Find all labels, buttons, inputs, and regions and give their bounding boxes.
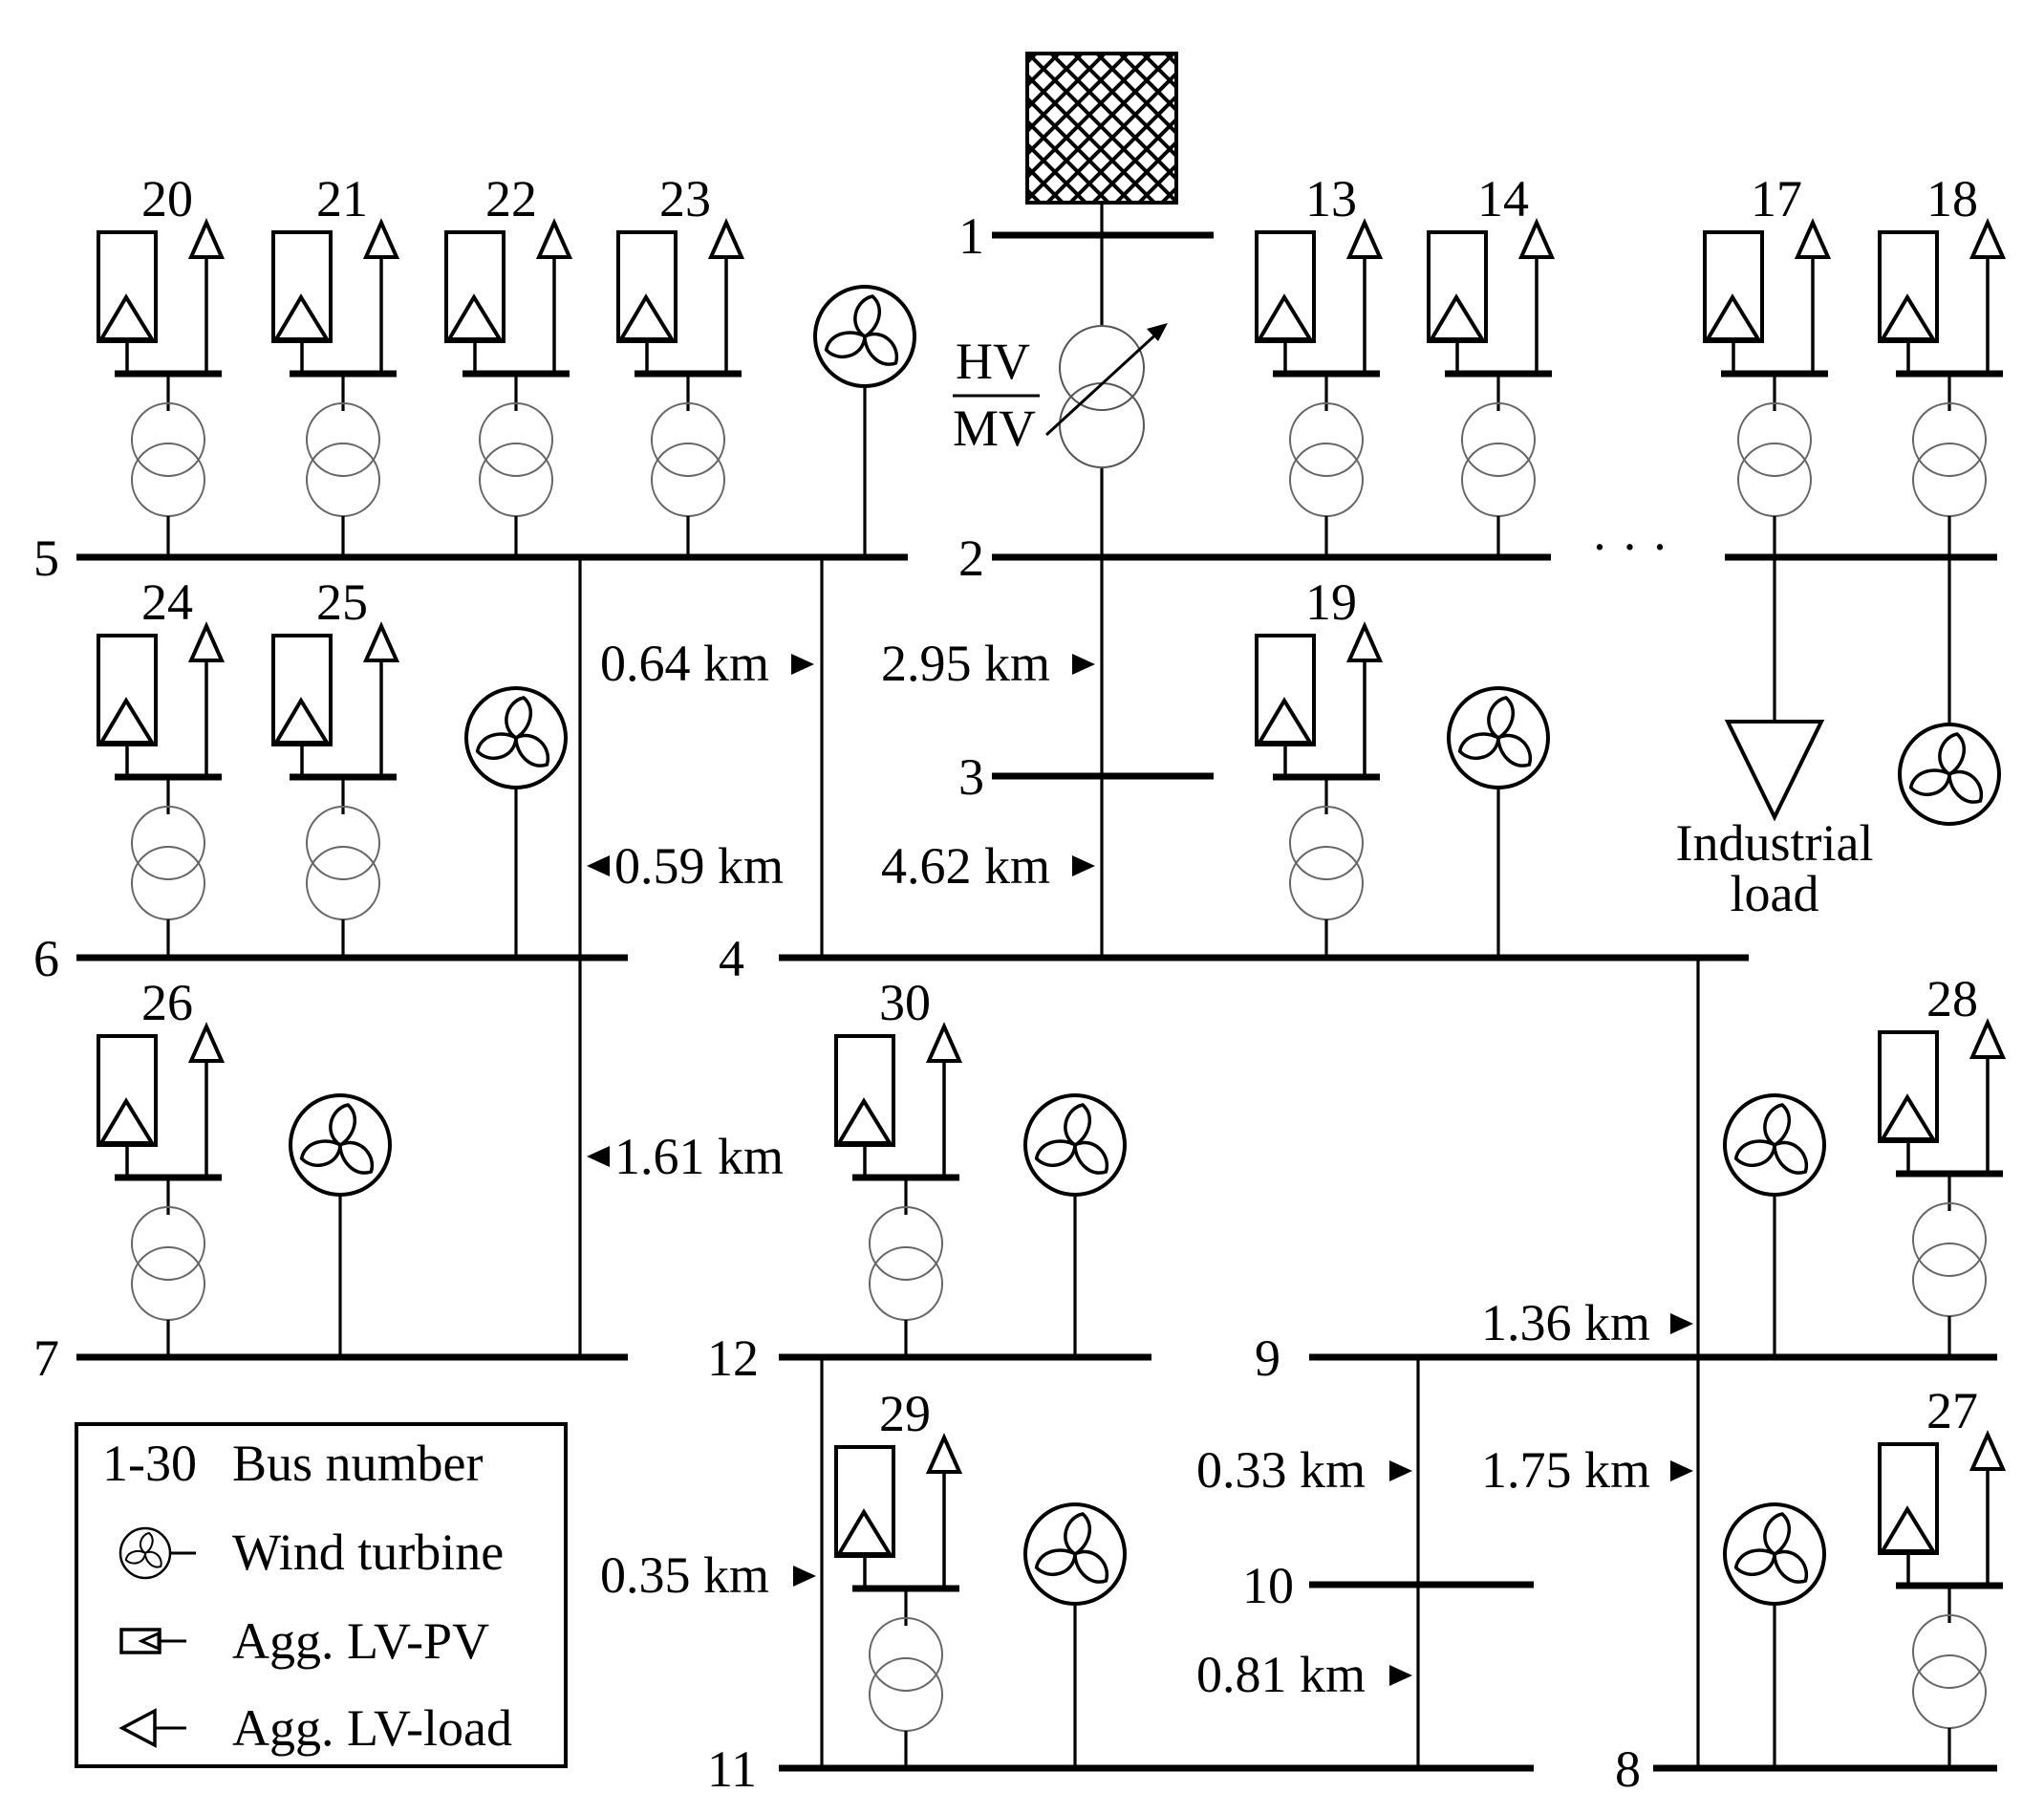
bus-label-10: 10 — [1242, 1557, 1294, 1614]
industrial-load-label: Industrial — [1676, 814, 1874, 872]
svg-text:29: 29 — [879, 1385, 931, 1442]
svg-text:25: 25 — [316, 573, 368, 631]
line-length-3-4: 4.62 km — [881, 837, 1095, 895]
wind-turbine-icon — [1723, 1502, 1826, 1768]
lv-node-29: 29 — [836, 1385, 959, 1768]
lv-node-30: 30 — [836, 974, 959, 1357]
line-length-12-11: 0.35 km — [600, 1546, 816, 1604]
line-length-9-8: 1.75 km — [1481, 1441, 1693, 1499]
wind-turbine-icon — [464, 686, 568, 958]
line-length-6-7: 1.61 km — [587, 1128, 784, 1185]
wind-turbine-icon — [813, 285, 916, 557]
lv-node-21: 21 — [273, 170, 397, 557]
svg-text:19: 19 — [1305, 573, 1357, 631]
mv-label: MV — [953, 400, 1036, 457]
bus-label-1: 1 — [958, 207, 984, 265]
svg-text:23: 23 — [659, 170, 711, 227]
lv-node-20: 20 — [98, 170, 222, 557]
svg-text:0.64 km: 0.64 km — [600, 635, 769, 692]
lv-node-27: 27 — [1880, 1382, 2003, 1768]
bus-label-5: 5 — [33, 529, 59, 587]
svg-text:20: 20 — [141, 170, 193, 227]
svg-text:21: 21 — [316, 170, 368, 227]
lv-node-23: 23 — [618, 170, 742, 557]
industrial-load-icon — [1724, 557, 1825, 822]
lv-node-28: 28 — [1880, 970, 2003, 1357]
bus-label-3: 3 — [958, 748, 984, 806]
bus-label-12: 12 — [707, 1329, 759, 1387]
line-length-2-3: 2.95 km — [881, 635, 1095, 692]
bus-label-4: 4 — [719, 930, 744, 987]
wind-turbine-icon — [1723, 1093, 1826, 1357]
svg-text:26: 26 — [141, 974, 193, 1031]
wind-turbine-icon — [1023, 1093, 1127, 1357]
svg-text:0.59 km: 0.59 km — [614, 837, 784, 895]
lv-node-24: 24 — [98, 573, 222, 958]
external-grid-icon — [1025, 52, 1178, 205]
lv-node-26: 26 — [98, 974, 222, 1357]
bus-label-8: 8 — [1615, 1740, 1641, 1798]
lv-node-22: 22 — [446, 170, 570, 557]
svg-text:1.36 km: 1.36 km — [1481, 1294, 1650, 1351]
svg-text:0.35 km: 0.35 km — [600, 1546, 769, 1604]
svg-text:22: 22 — [485, 170, 537, 227]
legend-wind-text: Wind turbine — [232, 1523, 504, 1581]
lv-node-19: 19 — [1257, 573, 1380, 958]
wind-turbine-icon — [1023, 1502, 1127, 1768]
svg-text:30: 30 — [879, 974, 931, 1031]
legend: 1-30 Bus number Wind turbine Agg. LV-PV … — [75, 1422, 568, 1768]
bus-label-11: 11 — [707, 1740, 757, 1798]
bus-label-9: 9 — [1255, 1329, 1280, 1387]
lv-node-18: 18 — [1880, 170, 2003, 557]
line-length-9-10: 0.33 km — [1196, 1441, 1412, 1499]
svg-text:0.33 km: 0.33 km — [1196, 1441, 1366, 1499]
svg-text:1.61 km: 1.61 km — [614, 1128, 784, 1185]
svg-text:2.95 km: 2.95 km — [881, 635, 1050, 692]
lv-node-17: 17 — [1705, 170, 1828, 557]
line-length-10-11: 0.81 km — [1196, 1646, 1412, 1703]
svg-text:0.81 km: 0.81 km — [1196, 1646, 1366, 1703]
svg-text:27: 27 — [1926, 1382, 1978, 1439]
wind-turbine-icon — [289, 1093, 392, 1357]
transformer-icon — [1044, 323, 1168, 468]
svg-text:28: 28 — [1926, 970, 1978, 1027]
transformer-icon — [131, 402, 205, 517]
lv-node-25: 25 — [273, 573, 397, 958]
legend-load-icon — [118, 1708, 186, 1748]
svg-text:18: 18 — [1926, 170, 1978, 227]
legend-pv-icon — [119, 1628, 186, 1654]
svg-text:4.62 km: 4.62 km — [881, 837, 1050, 895]
svg-text:17: 17 — [1751, 170, 1802, 227]
bus-label-6: 6 — [33, 930, 59, 987]
legend-bus-key: 1-30 — [102, 1435, 197, 1492]
line-length-5-4: 0.64 km — [600, 635, 814, 692]
hv-label: HV — [956, 333, 1030, 390]
bus-label-7: 7 — [33, 1329, 59, 1387]
wind-turbine-icon — [1447, 686, 1550, 958]
bus-label-2: 2 — [958, 529, 984, 587]
svg-text:13: 13 — [1305, 170, 1357, 227]
legend-pv-text: Agg. LV-PV — [232, 1612, 489, 1670]
legend-load-text: Agg. LV-load — [232, 1699, 512, 1757]
legend-wind-icon — [118, 1526, 196, 1580]
lv-node-13: 13 — [1257, 170, 1380, 557]
lv-node-14: 14 — [1429, 170, 1552, 557]
continuation-dots: · · · — [1591, 518, 1668, 575]
legend-bus-text: Bus number — [232, 1435, 484, 1492]
svg-text:14: 14 — [1477, 170, 1529, 227]
svg-text:1.75 km: 1.75 km — [1481, 1441, 1650, 1499]
wind-turbine-icon — [1898, 557, 2001, 826]
line-length-5-6: 0.59 km — [587, 837, 784, 895]
line-length-4-9: 1.36 km — [1481, 1294, 1693, 1351]
industrial-load-label-2: load — [1731, 865, 1819, 922]
svg-text:24: 24 — [141, 573, 193, 631]
